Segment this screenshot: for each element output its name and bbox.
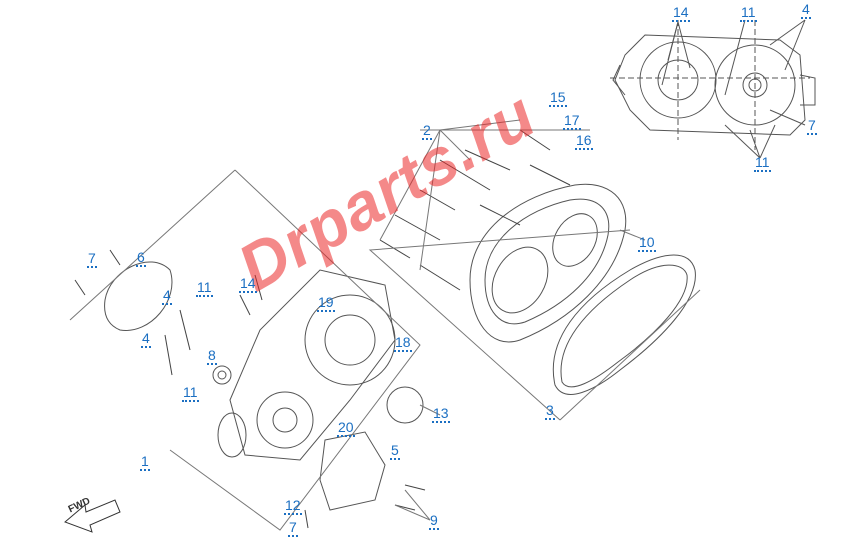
- callout-5[interactable]: 5: [390, 442, 400, 460]
- callout-11[interactable]: 11: [196, 279, 213, 297]
- callout-11[interactable]: 11: [740, 4, 757, 22]
- callout-4[interactable]: 4: [162, 287, 172, 305]
- gasket-drawing: [552, 254, 696, 395]
- callout-12[interactable]: 12: [284, 497, 302, 515]
- callout-14[interactable]: 14: [672, 4, 690, 22]
- callout-7[interactable]: 7: [288, 519, 298, 537]
- callout-14[interactable]: 14: [239, 275, 257, 293]
- callout-10[interactable]: 10: [638, 234, 656, 252]
- fwd-arrow-icon: [64, 499, 121, 533]
- callout-9[interactable]: 9: [429, 512, 439, 530]
- callout-11[interactable]: 11: [182, 384, 199, 402]
- callout-18[interactable]: 18: [394, 334, 412, 352]
- callout-3[interactable]: 3: [545, 402, 555, 420]
- bolts-drawing: [74, 129, 571, 529]
- inset-case-drawing: [610, 19, 816, 159]
- callout-19[interactable]: 19: [317, 294, 335, 312]
- callout-17[interactable]: 17: [563, 112, 581, 130]
- leader-lines: [69, 119, 701, 531]
- seal-13-drawing: [386, 386, 424, 424]
- callout-15[interactable]: 15: [549, 89, 567, 107]
- outer-cover-drawing: [469, 183, 627, 343]
- callout-4[interactable]: 4: [141, 330, 151, 348]
- inner-cover-drawing: [212, 269, 396, 461]
- callout-7[interactable]: 7: [807, 117, 817, 135]
- callout-4[interactable]: 4: [801, 1, 811, 19]
- callout-11[interactable]: 11: [754, 154, 771, 172]
- plate-6-drawing: [104, 261, 173, 331]
- callout-2[interactable]: 2: [422, 122, 432, 140]
- callout-8[interactable]: 8: [207, 347, 217, 365]
- callout-7[interactable]: 7: [87, 250, 97, 268]
- gasket-5-drawing: [319, 431, 386, 511]
- callout-13[interactable]: 13: [432, 405, 450, 423]
- callout-16[interactable]: 16: [575, 132, 593, 150]
- callout-20[interactable]: 20: [337, 419, 355, 437]
- callout-6[interactable]: 6: [136, 249, 146, 267]
- callout-1[interactable]: 1: [140, 453, 150, 471]
